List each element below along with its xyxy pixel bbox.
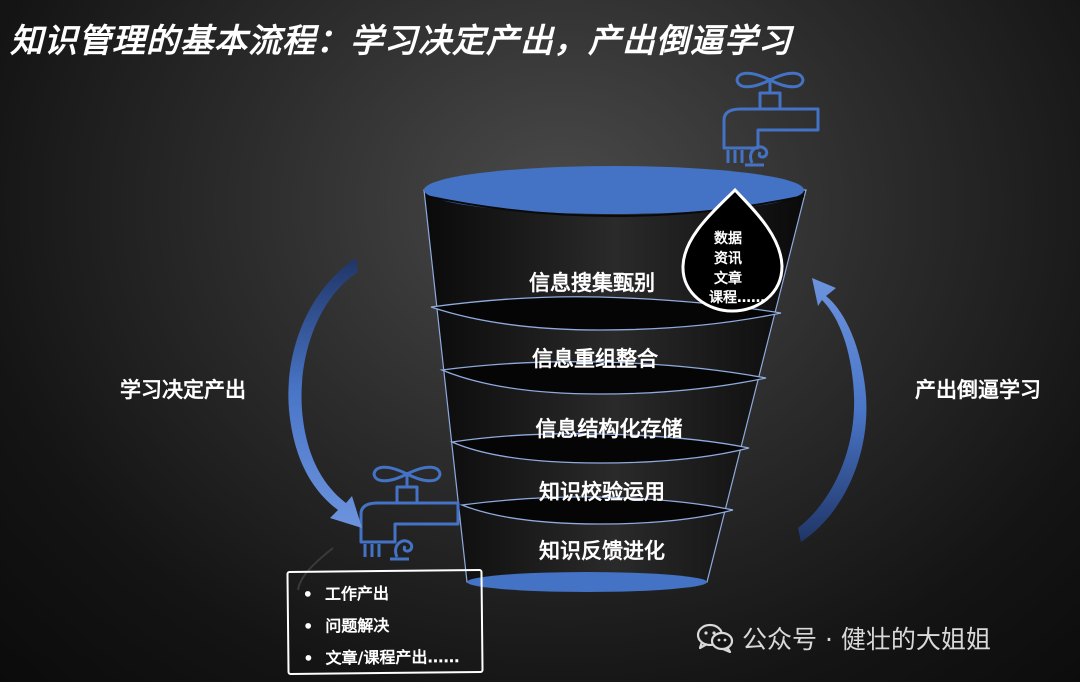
output-list: 工作产出 问题解决 文章/课程产出…… [288, 571, 481, 675]
output-item-2: 问题解决 [303, 609, 481, 643]
watermark: 公众号 · 健壮的大姐姐 [696, 618, 991, 658]
layer-separator [459, 496, 734, 525]
top-faucet-icon [722, 71, 820, 167]
right-cycle-arrow [798, 278, 867, 542]
water-drop-icon [681, 187, 784, 313]
layer-separator [430, 296, 782, 331]
output-item-1: 工作产出 [303, 577, 481, 611]
layer-label-2: 信息重组整合 [532, 347, 659, 371]
wechat-icon [696, 623, 734, 653]
drop-text-4: 课程…… [709, 290, 765, 306]
drop-text-3: 文章 [714, 270, 742, 287]
funnel-bottom-ellipse [467, 572, 707, 592]
funnel-top-rim [425, 195, 805, 217]
output-list-box: 工作产出 问题解决 文章/课程产出…… [286, 568, 484, 676]
drop-text-1: 数据 [714, 230, 742, 247]
layer-label-1: 信息搜集甄别 [529, 271, 655, 295]
right-cycle-label: 产出倒逼学习 [915, 378, 1041, 402]
page-title: 知识管理的基本流程：学习决定产出，产出倒逼学习 [10, 21, 792, 60]
bottom-faucet-icon [359, 465, 460, 561]
left-cycle-arrow [288, 258, 362, 528]
watermark-text: 公众号 · 健壮的大姐姐 [742, 625, 991, 654]
drop-text-2: 资讯 [714, 250, 742, 267]
layer-label-5: 知识反馈进化 [539, 539, 665, 563]
layer-label-3: 信息结构化存储 [536, 417, 683, 441]
layer-label-4: 知识校验运用 [539, 480, 665, 504]
left-cycle-label: 学习决定产出 [120, 378, 246, 402]
output-item-3: 文章/课程产出…… [303, 641, 481, 675]
layer-separator [449, 433, 750, 464]
output-drop-icon [297, 547, 334, 591]
layer-separator [439, 361, 767, 395]
funnel-top-ellipse [424, 166, 804, 214]
